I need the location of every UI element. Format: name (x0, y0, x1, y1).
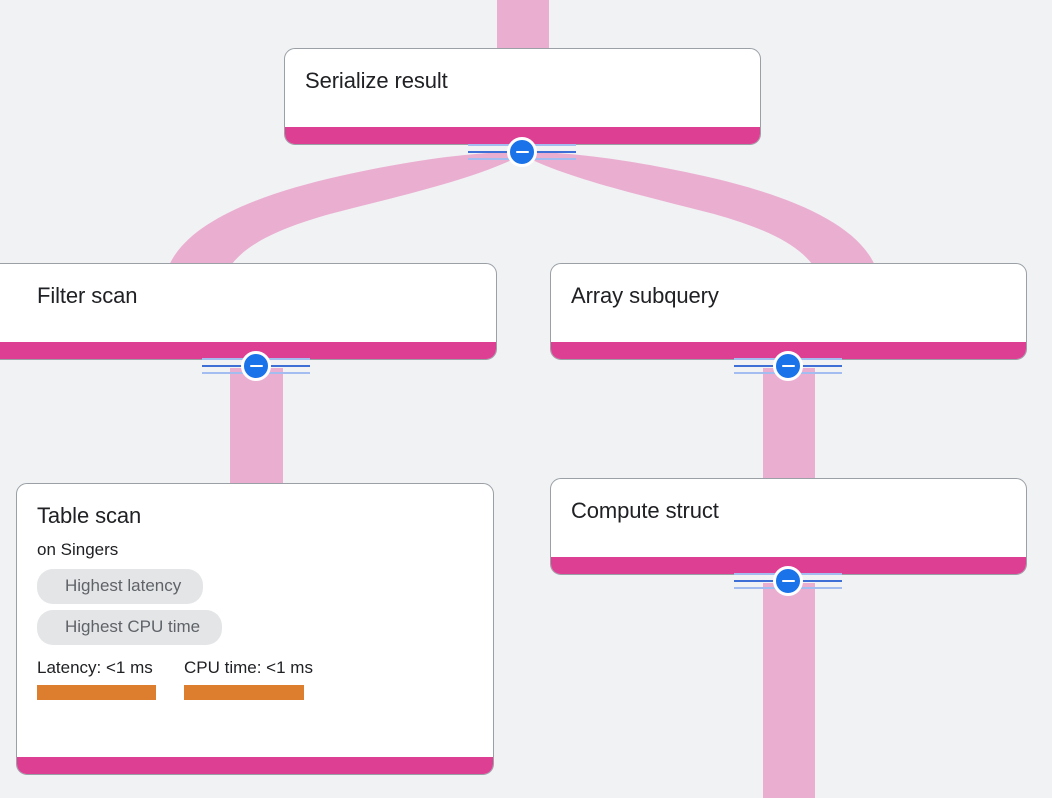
minus-circle-icon[interactable] (507, 137, 537, 167)
node-subtitle: on Singers (37, 540, 119, 559)
node-body: Array subquery (551, 264, 1026, 342)
node-body: Compute struct (551, 479, 1026, 557)
edge-compute-struct-down (763, 583, 815, 798)
node-table-scan[interactable]: Table scan on Singers Highest latency Hi… (16, 483, 494, 775)
node-body: Serialize result (285, 49, 760, 127)
collapse-toggle-filter-scan[interactable] (202, 351, 310, 381)
node-badges: Highest latency Highest CPU time (37, 569, 223, 645)
metric-latency-label: Latency: <1 ms (37, 658, 153, 677)
minus-circle-icon[interactable] (241, 351, 271, 381)
edge-filter-scan-to-table-scan (230, 368, 283, 488)
node-title: Filter scan (37, 283, 138, 308)
status-badge-highest-cpu-time: Highest CPU time (37, 610, 223, 645)
metric-latency-bar (37, 685, 156, 700)
metric-cpu-time: CPU time: <1 ms (184, 657, 313, 700)
edge-incoming-top (497, 0, 549, 50)
edge-array-subquery-to-compute-struct (763, 368, 815, 483)
node-footer-bar (0, 342, 496, 359)
node-footer-bar (551, 557, 1026, 574)
node-array-subquery[interactable]: Array subquery (550, 263, 1027, 360)
collapse-toggle-serialize-result[interactable] (468, 137, 576, 167)
node-title: Serialize result (305, 68, 448, 93)
metric-cpu-time-label: CPU time: <1 ms (184, 658, 313, 677)
node-footer-bar (551, 342, 1026, 359)
node-compute-struct[interactable]: Compute struct (550, 478, 1027, 575)
node-footer-bar (285, 127, 760, 144)
node-title: Compute struct (571, 498, 719, 523)
node-footer-bar (17, 757, 493, 774)
status-badge-highest-latency: Highest latency (37, 569, 204, 604)
minus-circle-icon[interactable] (773, 566, 803, 596)
node-metrics: Latency: <1 ms CPU time: <1 ms (37, 657, 313, 700)
node-title: Table scan (37, 503, 142, 528)
node-body: Table scan on Singers Highest latency Hi… (17, 484, 493, 757)
node-serialize-result[interactable]: Serialize result (284, 48, 761, 145)
metric-cpu-time-bar (184, 685, 304, 700)
collapse-toggle-compute-struct[interactable] (734, 566, 842, 596)
node-body: Filter scan (0, 264, 496, 342)
node-title: Array subquery (571, 283, 719, 308)
metric-latency: Latency: <1 ms (37, 657, 156, 700)
minus-circle-icon[interactable] (773, 351, 803, 381)
node-filter-scan[interactable]: Filter scan (0, 263, 497, 360)
collapse-toggle-array-subquery[interactable] (734, 351, 842, 381)
